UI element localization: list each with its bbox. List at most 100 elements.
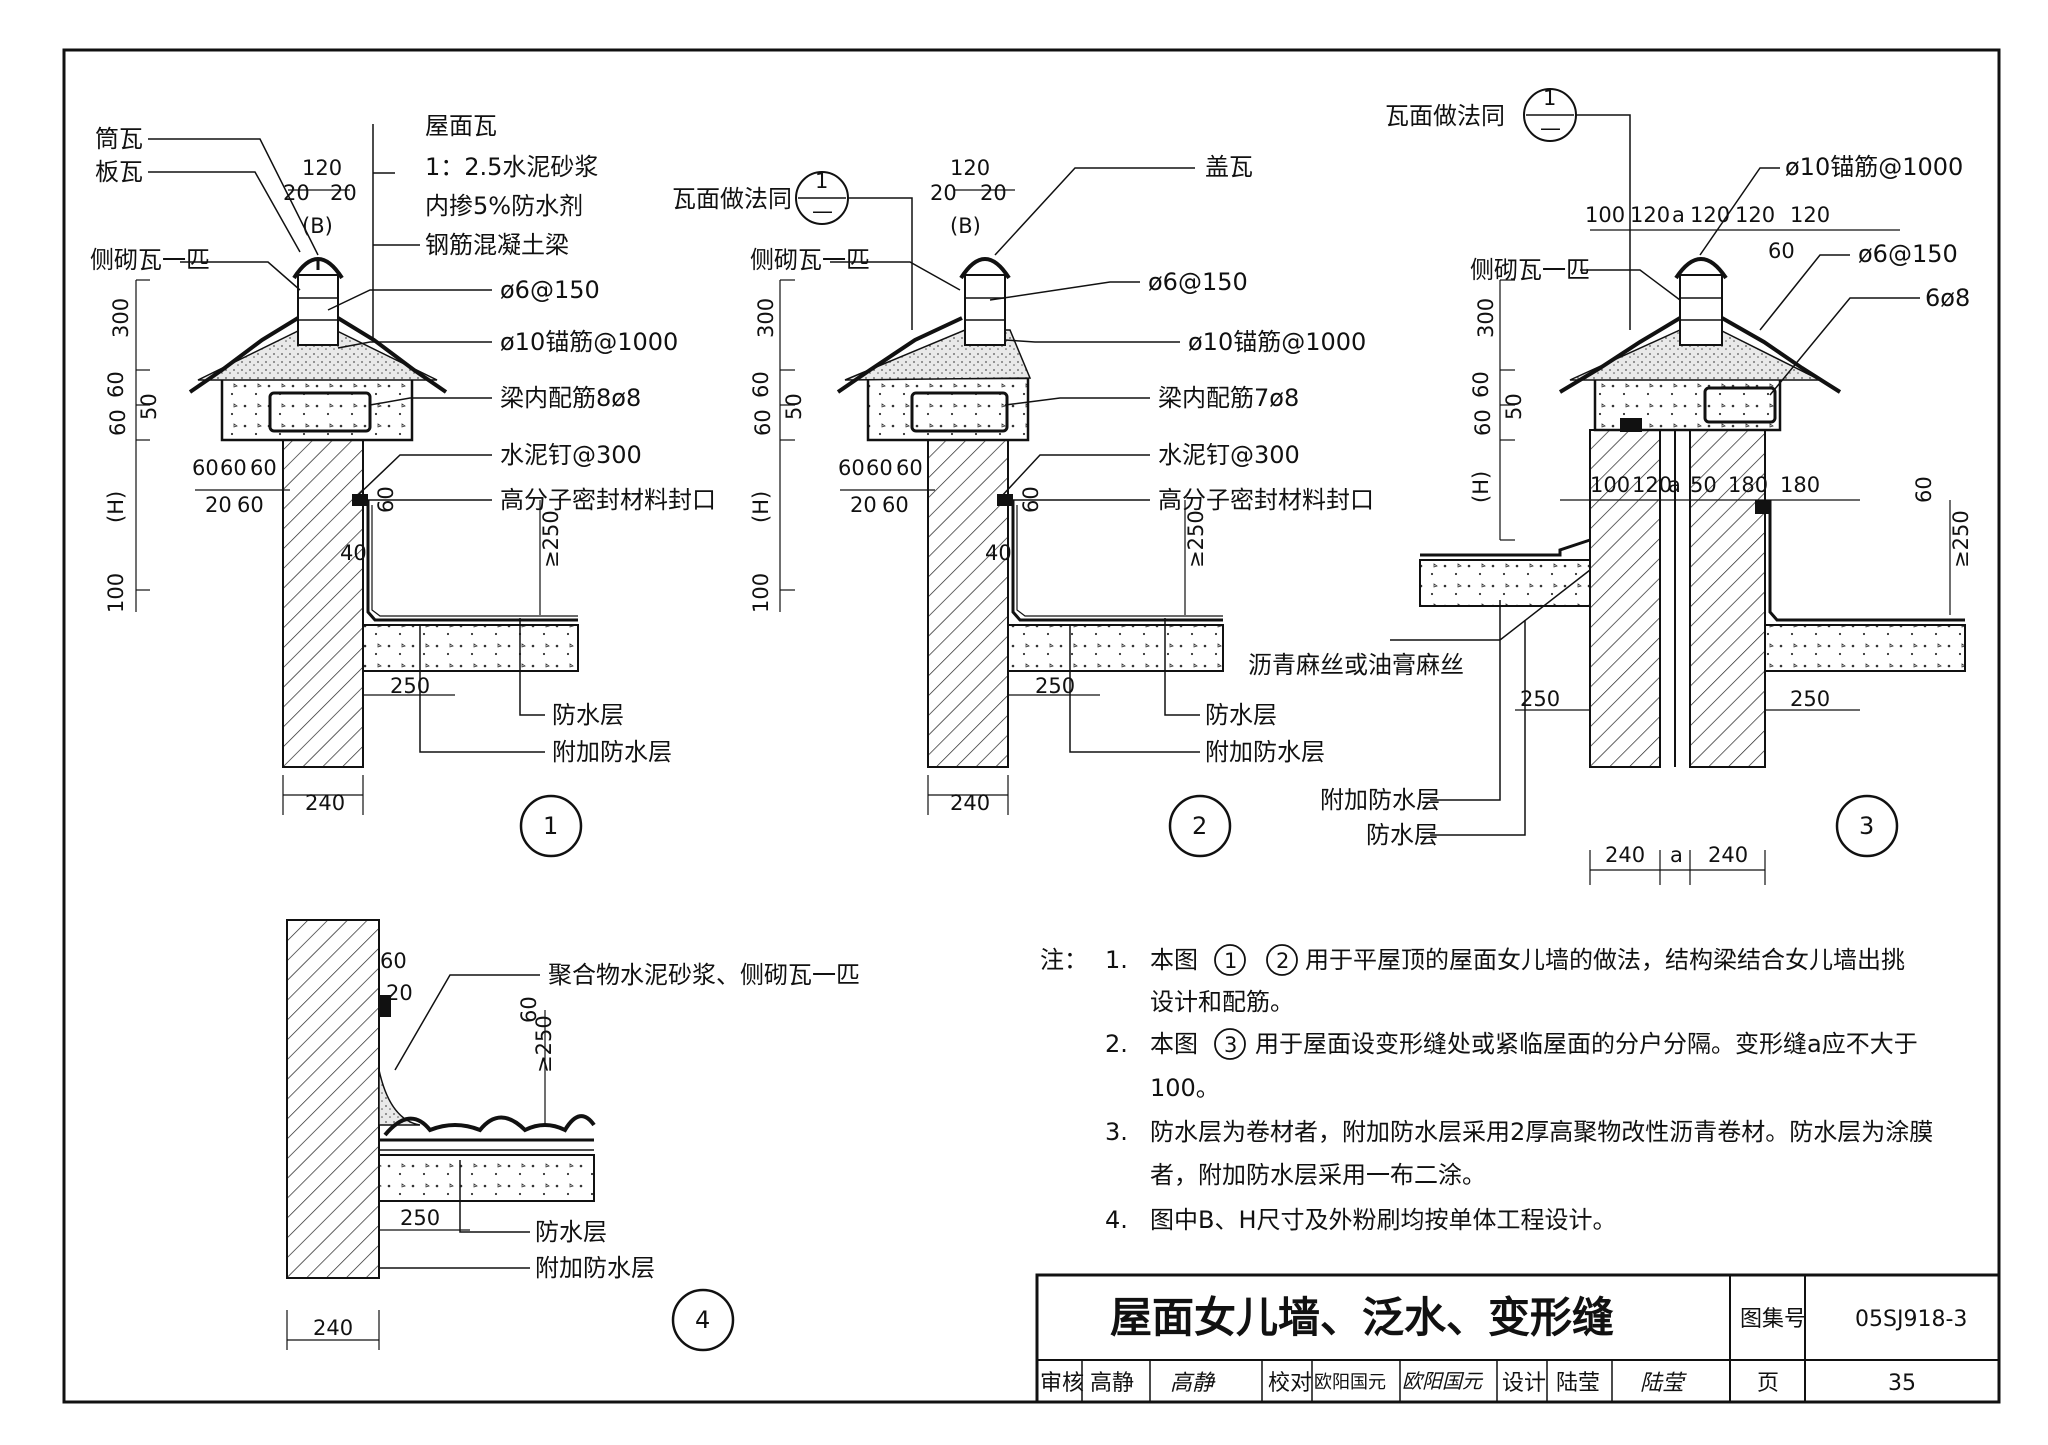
tile-ref-num: 1 [815, 169, 828, 193]
label-hemp: 沥青麻丝或油膏麻丝 [1248, 651, 1464, 679]
dim-h60c: 60 [250, 456, 277, 480]
label-stirrup: ø6@150 [1858, 240, 1958, 268]
detail-3: 瓦面做法同 1 — ø10锚筋@1000 ø6@150 6ø8 侧砌瓦一匹 沥青… [1248, 86, 1973, 885]
dim-m50: 50 [1690, 473, 1717, 497]
note-1-b: 用于平屋顶的屋面女儿墙的做法，结构梁结合女儿墙出挑 [1305, 946, 1905, 974]
detail-4-number-circle [671, 1288, 735, 1352]
check-label: 校对 [1268, 1371, 1312, 1396]
label-anchor: ø10锚筋@1000 [1785, 153, 1963, 181]
note-3-a: 防水层为卷材者，附加防水层采用2厚高聚物改性沥青卷材。防水层为涂膜 [1150, 1118, 1933, 1146]
label-stirrup: ø6@150 [500, 276, 600, 304]
dim-s40: 40 [985, 541, 1012, 565]
dim-top: 120 [302, 156, 342, 180]
dim-h60d: 60 [237, 493, 264, 517]
checker-signature: 欧阳国元 [1402, 1369, 1484, 1393]
left-slab-3 [1419, 559, 1591, 607]
note-1-c2: 2 [1276, 949, 1289, 973]
dim-vH: (H) [749, 491, 773, 523]
sealant-block-2 [997, 494, 1013, 506]
label-mortar: 聚合物水泥砂浆、侧砌瓦一匹 [548, 961, 860, 989]
dim-ge250: ≥250 [1184, 510, 1208, 568]
design-label: 设计 [1502, 1371, 1546, 1396]
dim-250: 250 [400, 1206, 440, 1230]
note-1-c1: 1 [1224, 949, 1237, 973]
dim-h20: 20 [850, 493, 877, 517]
right-slab-3 [1764, 624, 1966, 672]
dim-t60: 60 [1768, 239, 1795, 263]
note-2-c3: 3 [1224, 1033, 1237, 1057]
label-stirrup: ø6@150 [1148, 268, 1248, 296]
dim-h60c: 60 [896, 456, 923, 480]
note-2-num: 2. [1105, 1030, 1128, 1058]
note-1-num: 1. [1105, 946, 1128, 974]
note-2-c: 100。 [1150, 1074, 1220, 1102]
sheet-border [62, 48, 2001, 1404]
label-cap-tile: 盖瓦 [1205, 153, 1253, 181]
dim-v300: 300 [754, 298, 778, 338]
sealant-block-1 [352, 494, 368, 506]
dim-ge250: ≥250 [532, 1015, 556, 1073]
detail-4: 聚合物水泥砂浆、侧砌瓦一匹 防水层 附加防水层 60 20 60 ≥250 25… [286, 919, 860, 1352]
label-rc-beam: 钢筋混凝土梁 [425, 231, 569, 259]
roof-slab-4 [378, 1154, 595, 1202]
wall-4 [286, 919, 380, 1279]
detail-2-number-circle [1168, 794, 1232, 858]
left-wall-3 [1589, 429, 1661, 768]
dim-ge250: ≥250 [1949, 510, 1973, 568]
dim-ge250: ≥250 [539, 510, 563, 568]
dim-t120c: 120 [1735, 203, 1775, 227]
ridge-bricks-2 [964, 274, 1006, 346]
reviewer: 高静 [1090, 1371, 1134, 1396]
dim-250: 250 [1035, 674, 1075, 698]
dim-vH: (H) [1469, 471, 1493, 503]
dim-m180a: 180 [1728, 473, 1768, 497]
dim-r60: 60 [1912, 476, 1936, 503]
dim-v50: 50 [782, 393, 806, 420]
dim-v60a: 60 [104, 371, 128, 398]
dim-v300: 300 [1474, 298, 1498, 338]
dim-ba: a [1670, 843, 1683, 867]
label-beam-bars: 梁内配筋7ø8 [1158, 384, 1299, 412]
dim-h20: 20 [205, 493, 232, 517]
label-sealant: 高分子密封材料封口 [500, 486, 716, 514]
note-3-b: 者，附加防水层采用一布二涂。 [1150, 1161, 1486, 1189]
detail-2-number: 2 [1192, 812, 1207, 840]
dim-t120b: 120 [1690, 203, 1730, 227]
dim-20b: 20 [330, 181, 357, 205]
atlas-number: 05SJ918-3 [1855, 1307, 1967, 1332]
dim-250a: 250 [1520, 687, 1560, 711]
detail-3-number: 3 [1859, 812, 1874, 840]
label-anchor: ø10锚筋@1000 [500, 328, 678, 356]
atlas-label: 图集号 [1740, 1307, 1806, 1332]
label-tile-ref: 瓦面做法同 [672, 185, 792, 213]
detail-1: 筒瓦 板瓦 屋面瓦 1：2.5水泥砂浆 内掺5%防水剂 钢筋混凝土梁 侧砌瓦一匹… [90, 112, 716, 858]
beam-rebar-1 [268, 391, 372, 433]
page-number: 35 [1888, 1371, 1916, 1396]
dim-s60: 60 [517, 996, 541, 1023]
label-nail: 水泥钉@300 [1158, 441, 1300, 469]
label-anchor: ø10锚筋@1000 [1188, 328, 1366, 356]
parapet-wall-1 [282, 439, 364, 768]
dim-v60a: 60 [749, 371, 773, 398]
flashing-1 [366, 500, 578, 622]
parapet-wall-2 [927, 439, 1009, 768]
dim-t120a: 120 [1630, 203, 1670, 227]
dim-20b: 20 [980, 181, 1007, 205]
reviewer-signature: 高静 [1170, 1371, 1216, 1396]
note-1-a: 本图 [1150, 946, 1198, 974]
label-waterproof: 防水层 [1366, 821, 1438, 849]
dim-240: 240 [313, 1316, 353, 1340]
dim-m100: 100 [1590, 473, 1630, 497]
note-2-b: 用于屋面设变形缝处或紧临屋面的分户分隔。变形缝a应不大于 [1255, 1030, 1918, 1058]
label-ban-wa: 板瓦 [95, 158, 143, 186]
tile-ref-num: 1 [1543, 86, 1556, 110]
title-block: 屋面女儿墙、泛水、变形缝 图集号 05SJ918-3 页 35 审核 高静 高静… [1035, 1273, 2001, 1404]
label-tile-ref: 瓦面做法同 [1385, 102, 1505, 130]
label-tong-wa: 筒瓦 [95, 125, 143, 153]
tiles-4 [383, 1114, 596, 1137]
review-label: 审核 [1040, 1371, 1084, 1396]
notes: 注： 1. 本图 1 2 用于平屋顶的屋面女儿墙的做法，结构梁结合女儿墙出挑 设… [1040, 944, 1933, 1234]
detail-1-number: 1 [543, 812, 558, 840]
dim-v50: 50 [1502, 393, 1526, 420]
